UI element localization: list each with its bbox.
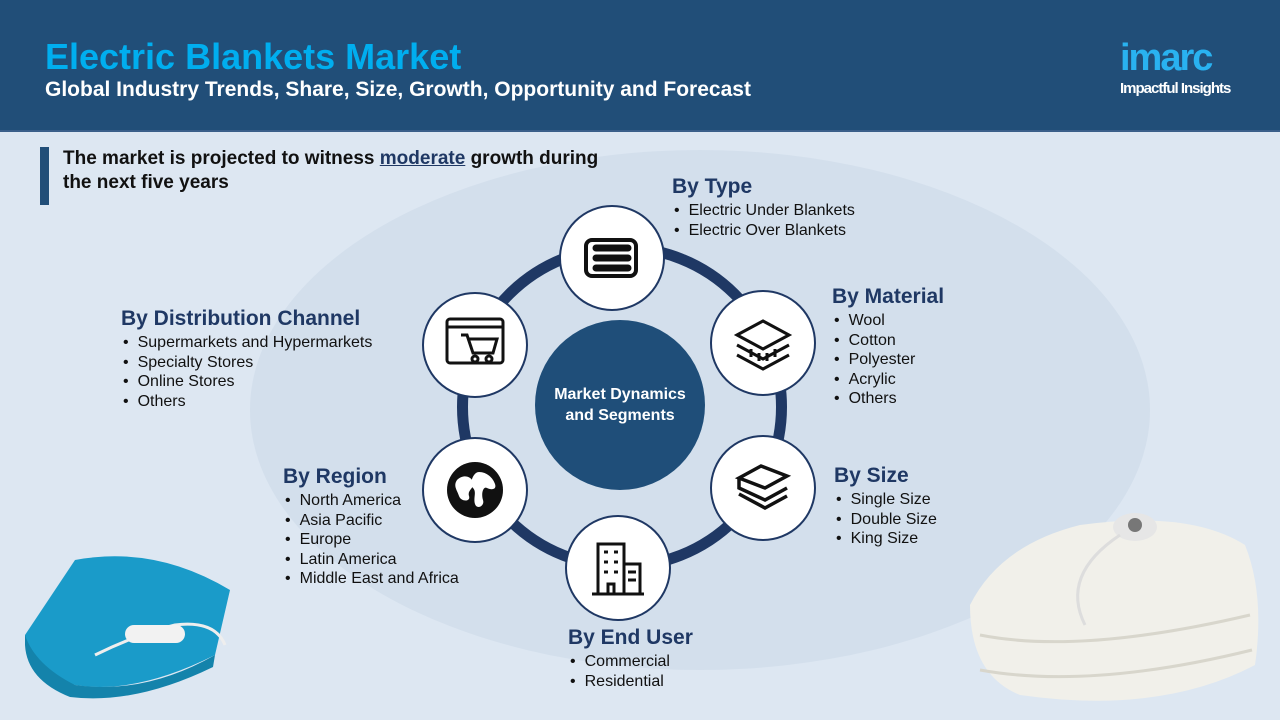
center-line2: and Segments xyxy=(565,407,675,424)
segment-material: By MaterialWoolCottonPolyesterAcrylicOth… xyxy=(832,285,944,409)
list-item: King Size xyxy=(834,529,937,549)
list-item: Latin America xyxy=(283,550,459,570)
market-callout: The market is projected to witness moder… xyxy=(40,147,600,205)
list-item: Online Stores xyxy=(121,372,372,392)
segment-title: By Region xyxy=(283,465,387,488)
segment-title: By Type xyxy=(672,175,753,198)
segment-type: By TypeElectric Under BlanketsElectric O… xyxy=(672,175,855,240)
center-circle: Market Dynamics and Segments xyxy=(535,320,705,490)
segment-size: By SizeSingle SizeDouble SizeKing Size xyxy=(834,464,937,549)
list-item: North America xyxy=(283,491,459,511)
imarc-logo: imarc Impactful Insights xyxy=(1120,37,1231,97)
list-item: Supermarkets and Hypermarkets xyxy=(121,333,373,353)
header: Electric Blankets Market Global Industry… xyxy=(0,0,1280,132)
list-item: Acrylic xyxy=(832,370,944,390)
segment-title: By Distribution Channel xyxy=(121,307,361,330)
building-icon xyxy=(565,515,671,621)
list-item: Specialty Stores xyxy=(121,353,372,373)
list-item: Electric Under Blankets xyxy=(672,201,855,221)
list-item: Cotton xyxy=(832,331,944,351)
list-item: Middle East and Africa xyxy=(283,569,459,589)
material-layers-icon xyxy=(710,290,816,396)
logo-name: imarc xyxy=(1120,37,1213,79)
list-item: Single Size xyxy=(834,490,937,510)
list-item: Asia Pacific xyxy=(283,511,459,531)
page-title: Electric Blankets Market xyxy=(45,36,462,77)
list-item: Others xyxy=(832,389,944,409)
segment-distribution: By Distribution ChannelSupermarkets and … xyxy=(121,307,372,411)
segment-title: By End User xyxy=(568,626,693,649)
logo-tagline: Impactful Insights xyxy=(1120,80,1231,97)
white-blanket-image xyxy=(970,513,1259,701)
list-item: Polyester xyxy=(832,350,944,370)
page-subtitle: Global Industry Trends, Share, Size, Gro… xyxy=(45,78,751,101)
list-item: Europe xyxy=(283,530,459,550)
list-item: Wool xyxy=(832,311,944,331)
list-item: Commercial xyxy=(568,652,693,672)
list-item: Double Size xyxy=(834,510,937,530)
segment-end-user: By End UserCommercialResidential xyxy=(568,626,693,691)
callout-text-end: growth during the next five years xyxy=(63,148,599,193)
list-item: Others xyxy=(121,392,372,412)
blanket-type-icon xyxy=(559,205,665,311)
list-item: Electric Over Blankets xyxy=(672,221,855,241)
center-line1: Market Dynamics xyxy=(554,386,686,403)
size-folded-icon xyxy=(710,435,816,541)
segment-title: By Size xyxy=(834,464,909,487)
segment-region: By RegionNorth AmericaAsia PacificEurope… xyxy=(283,465,459,589)
online-shopping-cart-icon xyxy=(422,292,528,398)
list-item: Residential xyxy=(568,672,693,692)
blue-blanket-image xyxy=(25,556,230,699)
callout-highlight: moderate xyxy=(379,148,466,169)
callout-text: The market is projected to witness xyxy=(63,148,380,169)
segment-title: By Material xyxy=(832,285,945,308)
